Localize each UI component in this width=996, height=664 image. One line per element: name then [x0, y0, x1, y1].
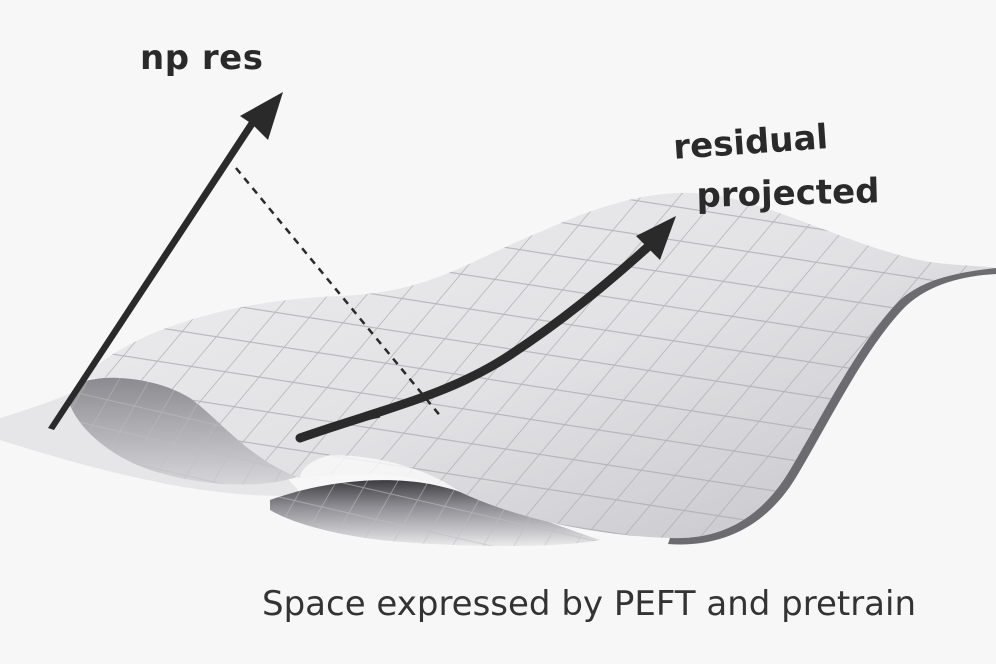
residual-projected-arrow [295, 216, 676, 443]
np-res-arrow [48, 92, 283, 430]
surface-main [80, 192, 996, 545]
surface-left-fold-underside [70, 377, 300, 485]
diagram-caption: Space expressed by PEFT and pretrain [262, 584, 917, 624]
surface-bottom-shadow [270, 480, 600, 546]
projection-dashed-line [235, 167, 443, 419]
projected-label: projected [696, 171, 880, 216]
np-res-label: np res [140, 38, 264, 78]
